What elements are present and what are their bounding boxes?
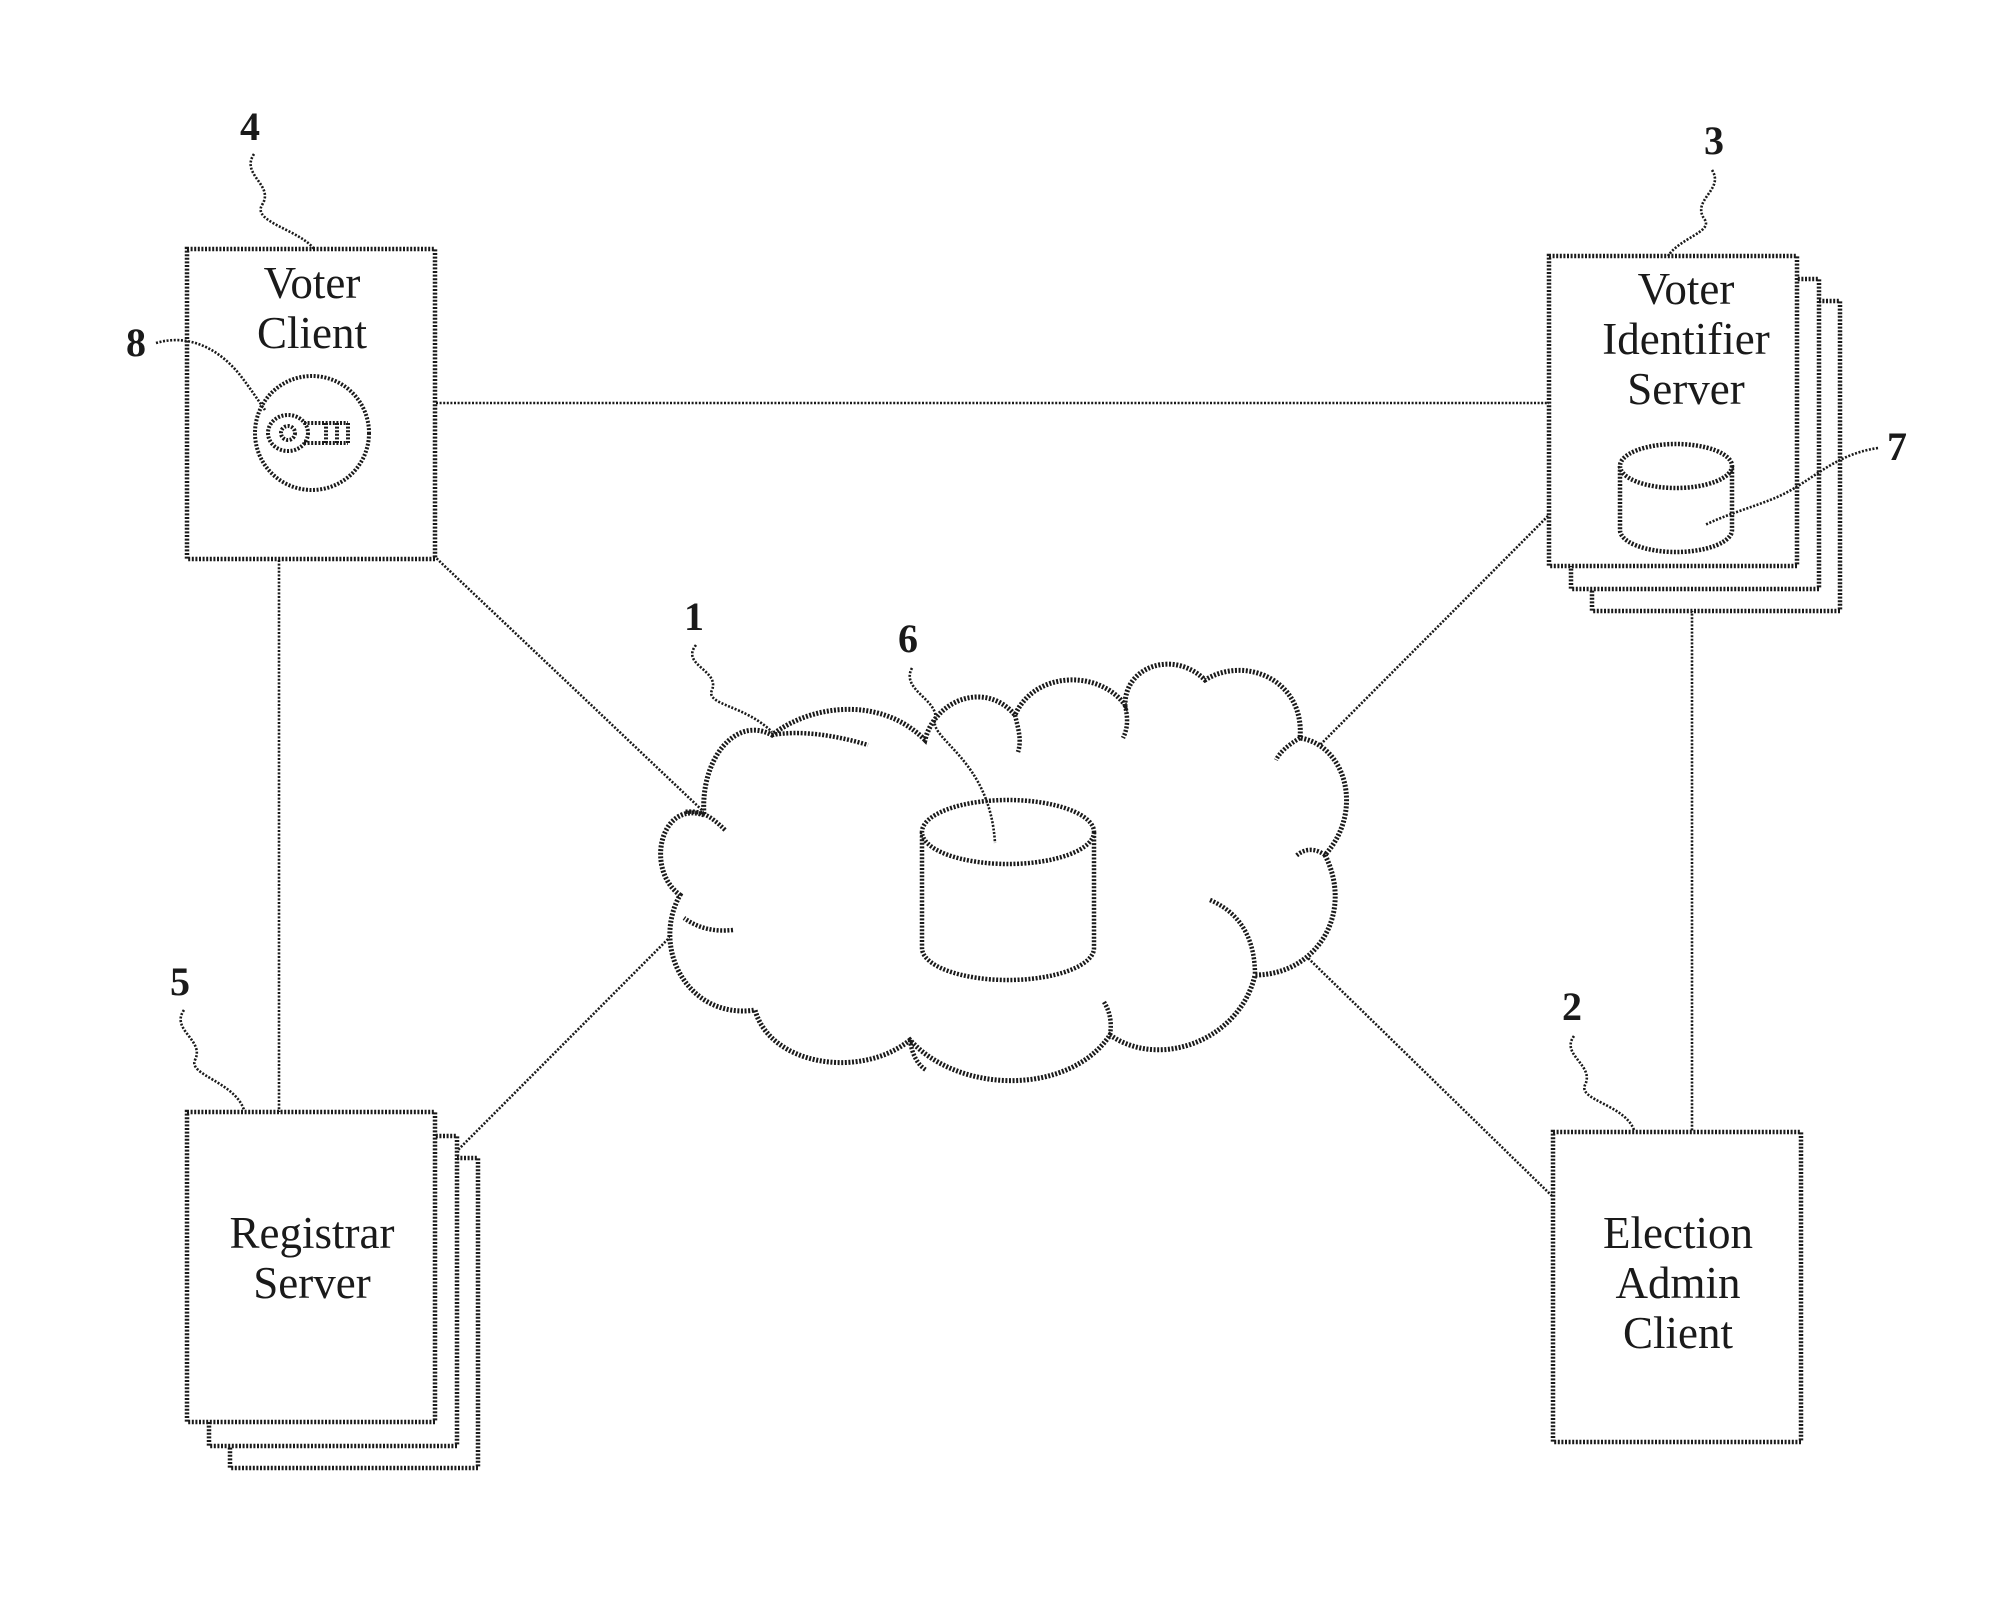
ref-numeral-3: 3 (1704, 118, 1724, 163)
edge-identifier-server-to-network (1309, 515, 1549, 756)
leader-4 (249, 153, 316, 250)
leader-2 (1569, 1035, 1636, 1131)
voter-client-label-line1: Voter (264, 258, 361, 308)
registrar-server-label-line1: Registrar (230, 1208, 395, 1258)
cloud-seam (682, 916, 734, 933)
cloud-seam (1294, 847, 1327, 858)
election-admin-client-label-line1: Election (1603, 1208, 1753, 1258)
connections (277, 401, 1694, 1197)
leader-8 (155, 338, 267, 411)
database-top (919, 797, 1097, 867)
registrar-server-box (184, 1109, 438, 1425)
leader-6 (908, 667, 997, 844)
ref-numeral-6: 6 (898, 616, 918, 661)
database-icon (1617, 466, 1735, 555)
registrar-server-label-line2: Server (253, 1258, 370, 1308)
cloud-seam (1012, 714, 1022, 753)
ref-numeral-7: 7 (1887, 424, 1907, 469)
cloud-seam (683, 809, 727, 832)
edge-admin-client-to-network (1307, 957, 1553, 1197)
cloud-seam (907, 1039, 928, 1072)
voter-client-box (184, 246, 438, 562)
identifier-database (1617, 441, 1735, 555)
voter-identifier-server-label-line1: Voter (1638, 264, 1735, 314)
voter-identifier-server-node: Voter Identifier Server (1546, 253, 1843, 614)
voter-client-node: Voter Client (184, 246, 438, 562)
election-admin-client-label-line3: Client (1623, 1308, 1733, 1358)
edge-registrar-to-network (437, 921, 686, 1171)
ref-numeral-4: 4 (240, 104, 260, 149)
network-cloud (658, 661, 1349, 1084)
ref-numeral-8: 8 (126, 320, 146, 365)
database-icon (919, 832, 1097, 983)
election-admin-client-box (1550, 1129, 1804, 1445)
voter-identifier-server-label-line2: Identifier (1602, 314, 1769, 364)
ref-numeral-2: 2 (1562, 984, 1582, 1029)
leader-1 (690, 644, 773, 733)
cloud-seam (1209, 897, 1258, 976)
leader-7 (1704, 446, 1879, 527)
voter-client-label-line2: Client (257, 308, 367, 358)
key-icon (253, 374, 371, 492)
reference-numerals: 4 8 3 7 1 6 5 2 (126, 104, 1907, 1131)
leader-3 (1666, 169, 1717, 257)
election-admin-client-label-line2: Admin (1615, 1258, 1740, 1308)
leader-5 (179, 1009, 246, 1111)
database-top (1617, 441, 1735, 491)
registrar-server-node: Registrar Server (184, 1109, 481, 1471)
ref-numeral-1: 1 (684, 594, 704, 639)
cloud-seam (1273, 736, 1302, 762)
ref-numeral-5: 5 (170, 959, 190, 1004)
cloud-seam (771, 730, 869, 748)
voter-identifier-server-label-line3: Server (1627, 364, 1744, 414)
network-database (919, 797, 1097, 983)
edge-voter-client-to-network (433, 555, 705, 813)
election-admin-client-node: Election Admin Client (1550, 1129, 1804, 1445)
